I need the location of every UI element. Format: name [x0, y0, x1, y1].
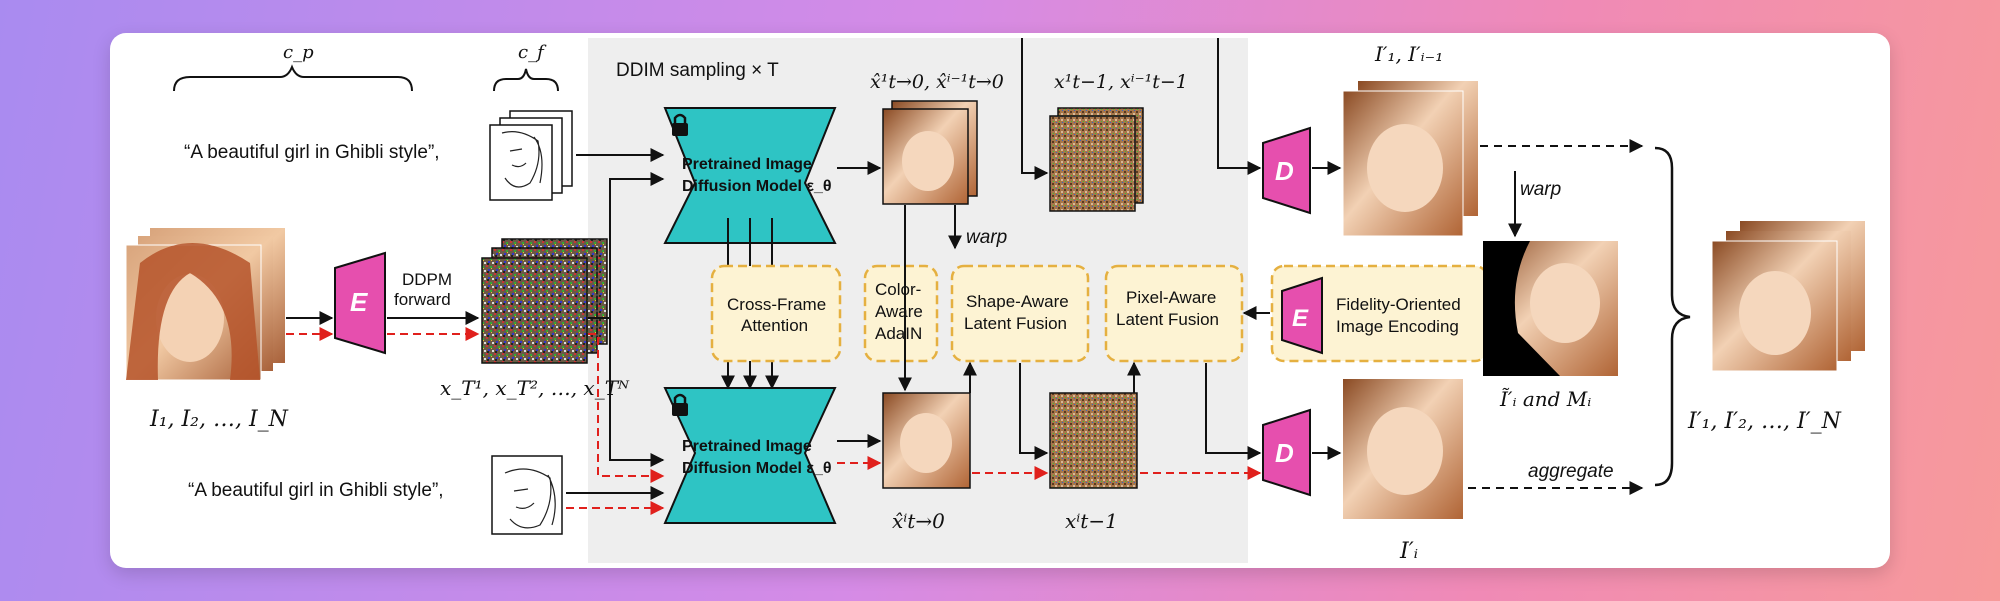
model-top: Pretrained Image Diffusion Model ε_θ — [663, 107, 837, 244]
arrow-noise-top-model — [588, 172, 665, 319]
cf-label: c_f — [518, 42, 547, 63]
final-frames-label: I′₁, I′₂, …, I′_N — [1687, 409, 1842, 434]
warped-image — [1483, 241, 1618, 376]
encoder-left-label: E — [350, 287, 368, 317]
noise-stack — [481, 238, 608, 364]
input-photo-stack — [125, 228, 285, 381]
decoder-bottom — [1262, 408, 1311, 497]
out-cur-label: I′ᵢ — [1399, 539, 1418, 564]
ddpm-label-2: forward — [394, 290, 451, 309]
encoder-fidelity-label: E — [1292, 305, 1309, 332]
model-bottom: Pretrained Image Diffusion Model ε_θ — [663, 387, 837, 524]
xprev-top-images — [1049, 107, 1144, 212]
model-top-line2: Diffusion Model ε_θ — [682, 178, 832, 195]
noise-frames-label: x_T¹, x_T², …, x_Tᴺ — [440, 376, 630, 400]
xhat-top-images — [882, 100, 978, 205]
arrow-noise-bottom-red — [588, 333, 665, 483]
warp-right-label: warp — [1520, 179, 1561, 200]
final-output-stack — [1711, 221, 1865, 372]
aggregate-label: aggregate — [1528, 461, 1614, 482]
module-cross-frame: Cross-Frame Attention — [710, 264, 842, 363]
prompt-top: “A beautiful girl in Ghibli style”, — [184, 142, 440, 163]
module-shape-aware: Shape-Aware Latent Fusion — [950, 264, 1090, 363]
arrow-shape-xprev — [1019, 363, 1049, 460]
module-color-line3: AdaIN — [875, 324, 922, 343]
encoder-left — [334, 251, 386, 355]
cf-brace — [493, 68, 559, 92]
lock-icon-top — [672, 123, 688, 136]
pipeline-diagram: DDIM sampling × T c_p c_f “A beautiful g… — [125, 38, 1865, 564]
ddim-label: DDIM sampling × T — [616, 60, 779, 81]
xprev-bottom-image — [1049, 392, 1138, 489]
xprev-bottom-label: xⁱt−1 — [1065, 509, 1118, 533]
sketch-stack-top — [489, 110, 573, 201]
module-shape-line2: Latent Fusion — [964, 314, 1067, 333]
model-top-line1: Pretrained Image — [682, 156, 812, 173]
module-fidelity-line1: Fidelity-Oriented — [1336, 295, 1461, 314]
warp-mid-label: warp — [966, 227, 1007, 248]
arrow-noise-bottom-model — [609, 318, 665, 467]
arrow-topin-xprev — [1021, 38, 1049, 180]
arrow-pixel-decoder — [1205, 363, 1262, 460]
out-prev-label: I′₁, I′ᵢ₋₁ — [1374, 42, 1443, 66]
module-shape-line1: Shape-Aware — [966, 292, 1069, 311]
arrow-top-decoder — [1217, 38, 1262, 175]
module-color-adain: Color- Aware AdaIN — [863, 264, 939, 363]
module-pixel-aware: Pixel-Aware Latent Fusion — [1104, 264, 1244, 363]
sketch-bottom — [491, 455, 563, 535]
ddpm-label-1: DDPM — [402, 270, 452, 289]
xhat-bottom-label: x̂ⁱt→0 — [892, 509, 945, 533]
lock-icon-bottom — [672, 403, 688, 416]
input-frames-label: I₁, I₂, …, I_N — [149, 407, 289, 432]
xhat-top-label: x̂¹t→0, x̂ⁱ⁻¹t→0 — [870, 71, 1004, 93]
prompt-bottom: “A beautiful girl in Ghibli style”, — [188, 480, 444, 501]
xprev-top-label: x¹t−1, xⁱ⁻¹t−1 — [1054, 71, 1188, 93]
module-cross-frame-line1: Cross-Frame — [727, 295, 826, 314]
decoder-top-label: D — [1275, 156, 1294, 186]
out-cur-image — [1343, 379, 1463, 519]
diagram-card: DDIM sampling × T c_p c_f “A beautiful g… — [110, 33, 1890, 568]
module-fidelity-line2: Image Encoding — [1336, 317, 1459, 336]
module-cross-frame-line2: Attention — [741, 316, 808, 335]
aggregate-brace — [1654, 146, 1691, 487]
decoder-top — [1262, 126, 1311, 215]
xhat-bottom-image — [882, 392, 971, 489]
encoder-fidelity — [1281, 276, 1323, 355]
module-color-line1: Color- — [875, 280, 921, 299]
out-prev-images — [1342, 81, 1478, 237]
module-pixel-line2: Latent Fusion — [1116, 310, 1219, 329]
cp-brace — [173, 64, 413, 92]
model-bottom-line1: Pretrained Image — [682, 438, 812, 455]
model-bottom-line2: Diffusion Model ε_θ — [682, 460, 832, 477]
module-color-line2: Aware — [875, 302, 923, 321]
decoder-bottom-label: D — [1275, 438, 1294, 468]
module-fidelity: E Fidelity-Oriented Image Encoding — [1270, 264, 1489, 363]
module-pixel-line1: Pixel-Aware — [1126, 288, 1216, 307]
cp-label: c_p — [283, 42, 314, 63]
warped-label: Ĩ′ᵢ and Mᵢ — [1499, 387, 1591, 411]
